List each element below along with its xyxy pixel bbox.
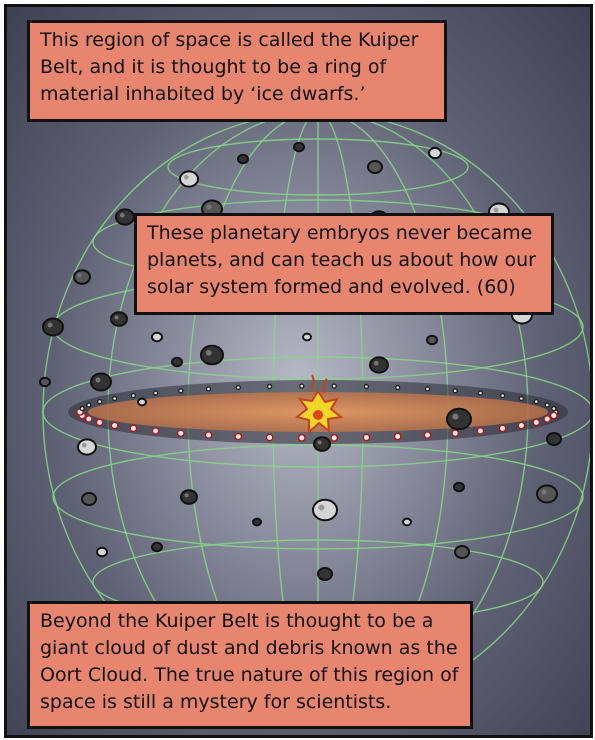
belt-object: [533, 419, 539, 425]
comic-panel: This region of space is called the Kuipe…: [4, 4, 593, 738]
asteroid-icon: [172, 358, 182, 367]
caption-planetary-embryos: These planetary embryos never became pla…: [134, 213, 554, 315]
asteroid-icon: [152, 333, 162, 342]
asteroid-icon: [314, 437, 330, 451]
asteroid-icon: [454, 483, 464, 492]
belt-object: [453, 389, 457, 393]
belt-object: [299, 435, 305, 441]
belt-object: [205, 432, 211, 438]
belt-object: [178, 430, 184, 436]
asteroid-icon: [303, 334, 311, 341]
asteroid-icon: [537, 486, 557, 503]
belt-object: [111, 422, 117, 428]
asteroid-icon: [429, 148, 441, 158]
belt-object: [236, 386, 240, 390]
belt-object: [452, 430, 458, 436]
belt-object: [131, 394, 135, 398]
belt-object: [87, 403, 91, 407]
asteroid-icon: [294, 143, 304, 152]
belt-object: [551, 412, 557, 418]
asteroid-icon: [370, 357, 388, 372]
belt-object: [477, 428, 483, 434]
asteroid-icon: [547, 433, 561, 445]
asteroid-icon: [138, 399, 146, 406]
belt-object: [300, 384, 304, 388]
belt-object: [363, 434, 369, 440]
belt-object: [364, 385, 368, 389]
asteroid-icon: [455, 546, 469, 558]
belt-object: [266, 434, 272, 440]
asteroid-icon: [82, 493, 96, 505]
asteroid-icon: [447, 409, 471, 429]
asteroid-icon: [253, 519, 261, 526]
belt-object: [98, 400, 102, 404]
belt-object: [395, 433, 401, 439]
asteroid-icon: [318, 568, 332, 580]
belt-object: [207, 387, 211, 391]
asteroid-icon: [97, 548, 107, 557]
asteroid-icon: [40, 378, 50, 387]
belt-object: [478, 391, 482, 395]
asteroid-icon: [427, 336, 437, 345]
belt-object: [332, 384, 336, 388]
belt-object: [396, 386, 400, 390]
caption-kuiper-belt: This region of space is called the Kuipe…: [27, 20, 447, 122]
belt-object: [331, 435, 337, 441]
belt-object: [86, 416, 92, 422]
asteroid-icon: [201, 346, 223, 365]
belt-object: [424, 432, 430, 438]
belt-object: [235, 433, 241, 439]
belt-object: [179, 389, 183, 393]
belt-object: [130, 425, 136, 431]
asteroid-icon: [313, 500, 337, 520]
asteroid-icon: [91, 374, 111, 391]
asteroid-icon: [180, 171, 198, 186]
asteroid-icon: [111, 312, 127, 326]
belt-object: [501, 394, 505, 398]
belt-object: [552, 407, 556, 411]
asteroid-icon: [368, 161, 382, 173]
belt-object: [97, 419, 103, 425]
belt-object: [113, 397, 117, 401]
asteroid-icon: [238, 155, 248, 164]
belt-object: [426, 387, 430, 391]
asteroid-icon: [116, 209, 134, 224]
asteroid-icon: [181, 490, 197, 504]
belt-object: [544, 416, 550, 422]
caption-oort-cloud: Beyond the Kuiper Belt is thought to be …: [27, 601, 473, 729]
belt-object: [499, 425, 505, 431]
asteroid-icon: [152, 543, 162, 552]
belt-object: [534, 400, 538, 404]
belt-object: [80, 407, 84, 411]
belt-object: [268, 385, 272, 389]
belt-object: [545, 403, 549, 407]
belt-object: [519, 397, 523, 401]
asteroid-icon: [78, 439, 96, 454]
belt-object: [518, 422, 524, 428]
asteroid-icon: [74, 270, 90, 284]
belt-object: [154, 391, 158, 395]
asteroid-icon: [403, 519, 411, 526]
belt-object: [152, 428, 158, 434]
asteroid-icon: [43, 319, 63, 336]
